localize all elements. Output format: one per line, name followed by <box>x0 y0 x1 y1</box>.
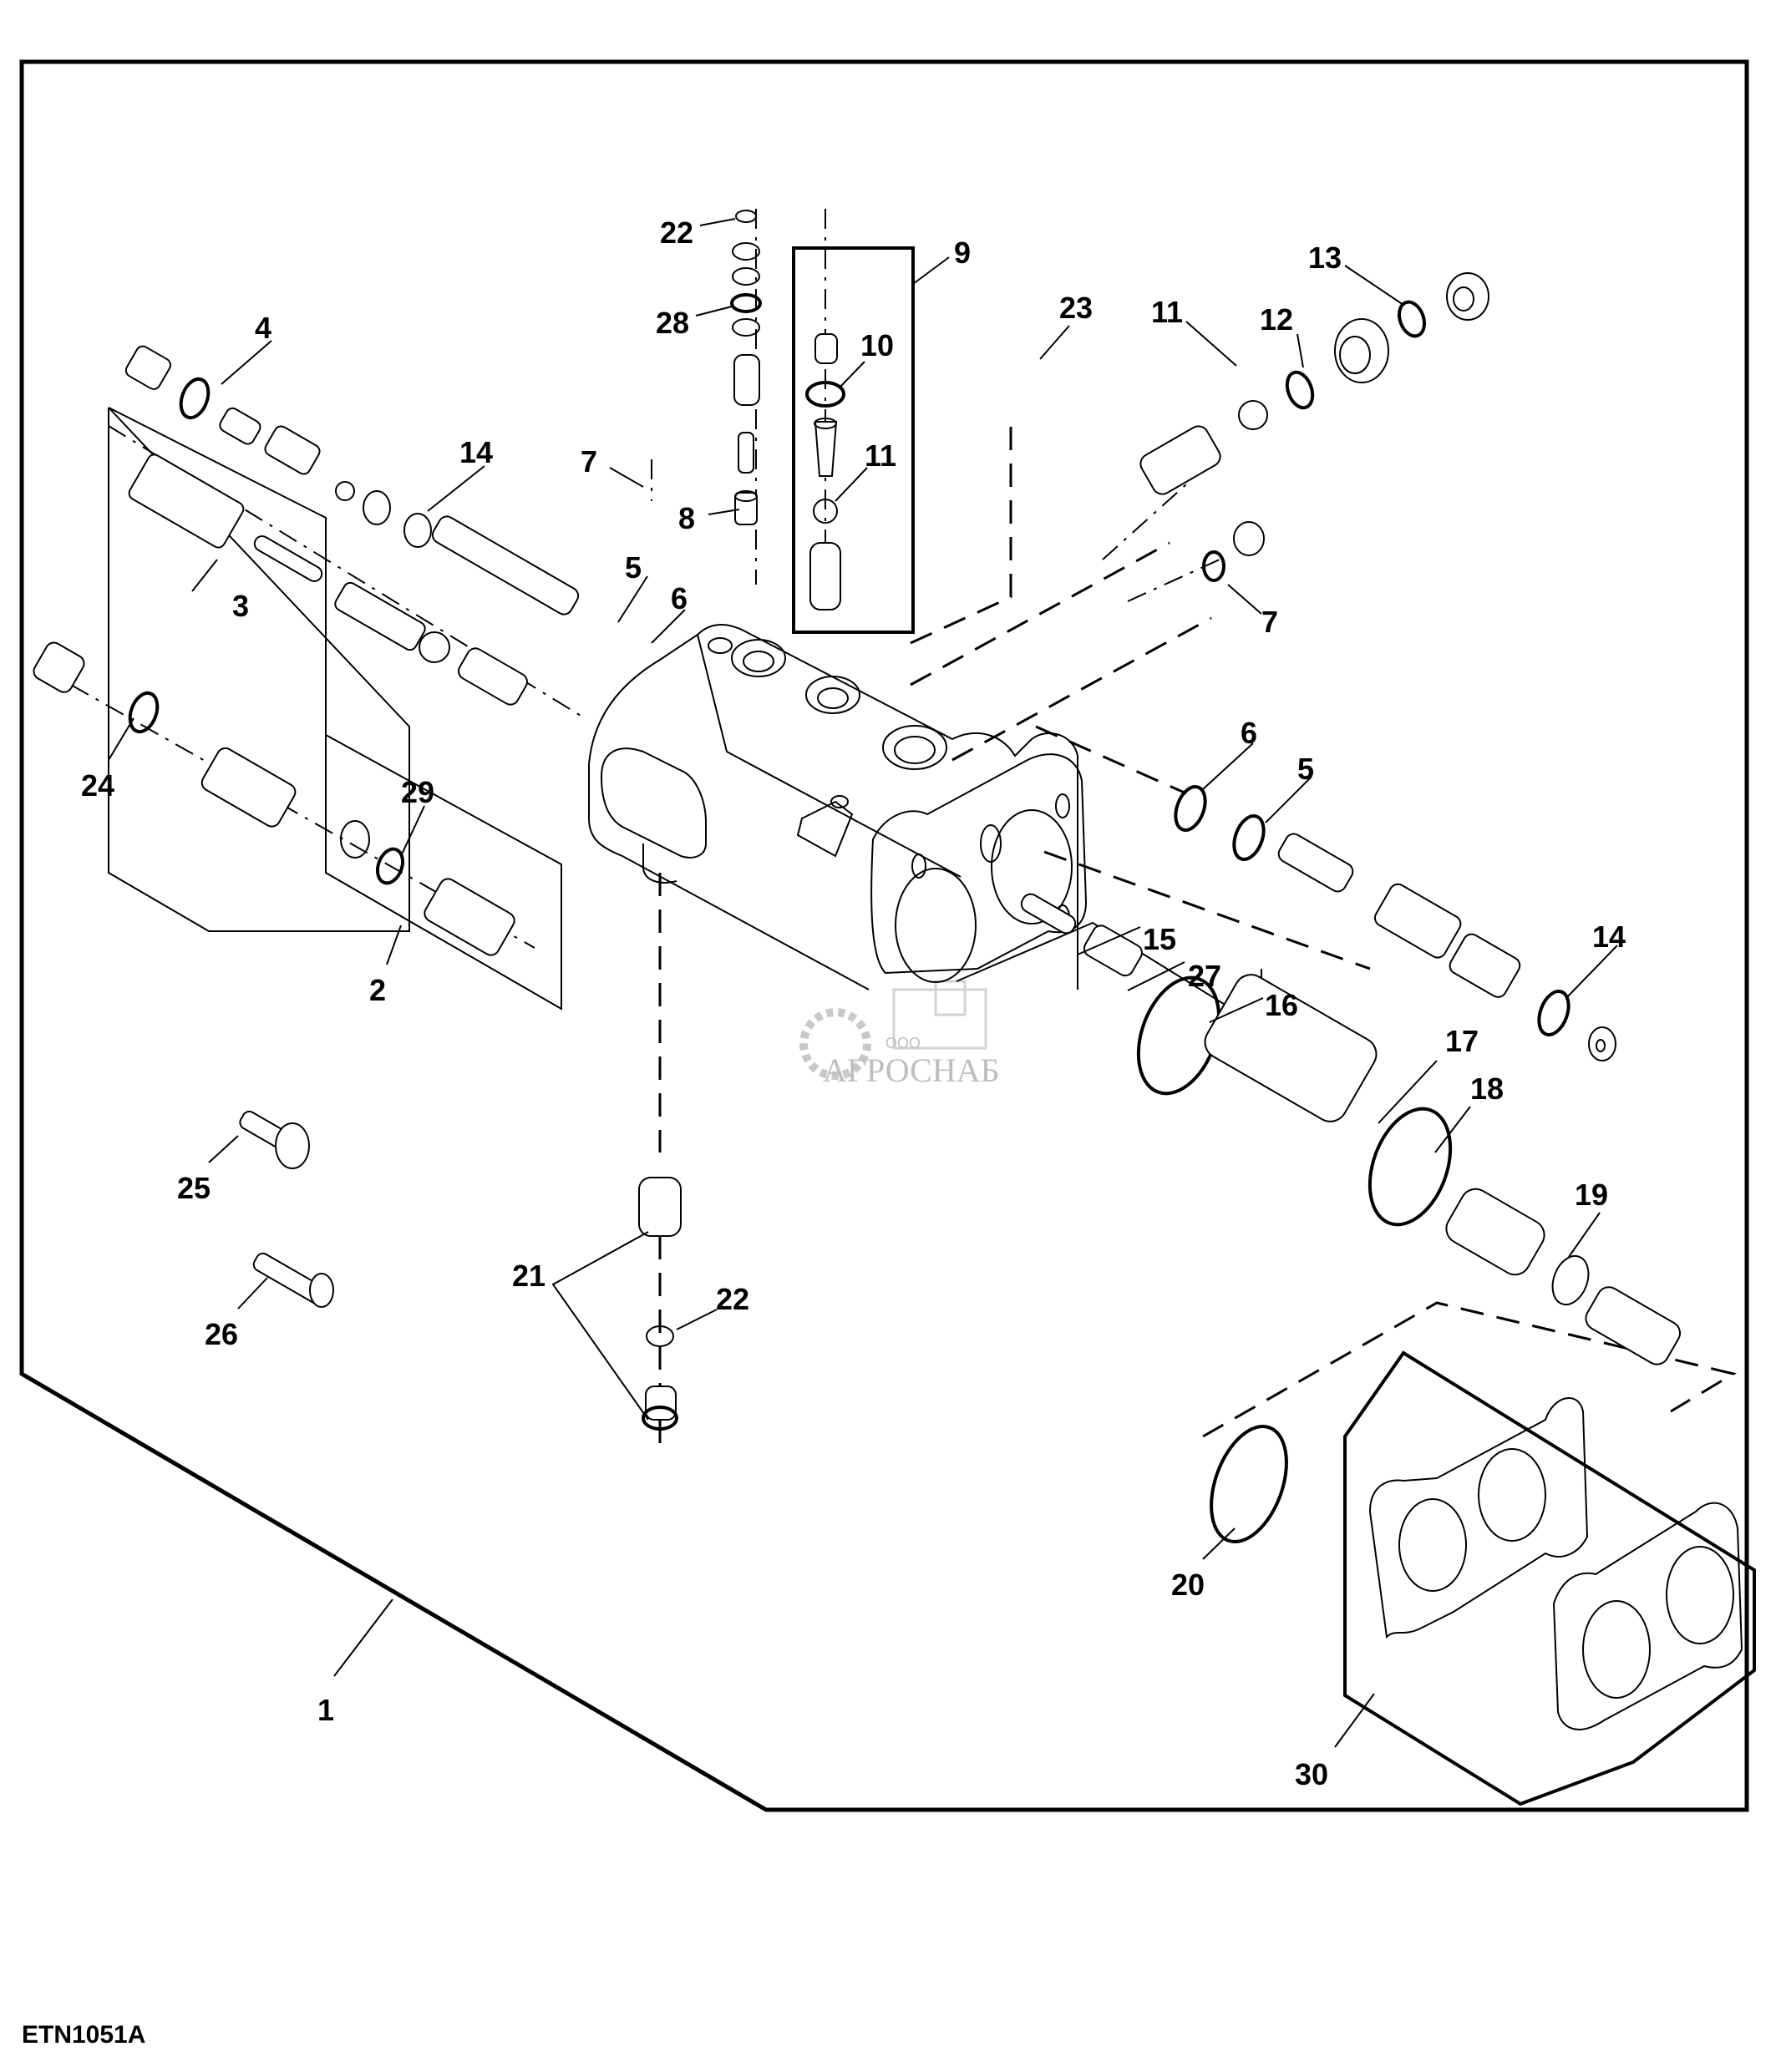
callout-11-box: 11 <box>865 438 896 473</box>
subassembly-box-9 <box>792 246 915 634</box>
subassembly-outline-spool <box>108 407 327 835</box>
callout-4: 4 <box>255 311 271 345</box>
bottom-center-parts <box>638 1177 682 1431</box>
callout-14-right: 14 <box>1592 919 1626 954</box>
callout-7-left: 7 <box>581 444 597 479</box>
callout-15: 15 <box>1143 922 1176 956</box>
relief-valve-stack <box>730 210 762 525</box>
subassembly-outline-left-upper <box>108 407 410 932</box>
callout-6-right: 6 <box>1241 716 1257 750</box>
figure-id: ETN1051A <box>22 2021 146 2049</box>
callout-7-right: 7 <box>1261 605 1278 639</box>
callout-18: 18 <box>1470 1071 1504 1106</box>
callout-19: 19 <box>1575 1178 1608 1212</box>
callout-9: 9 <box>954 236 971 270</box>
callout-14-left: 14 <box>459 435 493 469</box>
callout-8: 8 <box>678 501 695 535</box>
callout-2: 2 <box>369 973 386 1007</box>
watermark-logo: ООО АГРОСНАБ <box>799 980 1000 1089</box>
callout-10: 10 <box>860 328 894 362</box>
callout-6-left: 6 <box>671 581 688 616</box>
callout-22-top: 22 <box>660 215 693 250</box>
callout-1: 1 <box>317 1693 334 1727</box>
right-lower-parts <box>1020 893 1682 1365</box>
callout-labels: 1 2 3 4 5 5 6 6 7 7 8 9 10 11 11 12 13 1… <box>81 215 1626 1791</box>
callout-27: 27 <box>1188 959 1221 993</box>
subassembly-outline-2 <box>325 734 562 1011</box>
callout-5-right: 5 <box>1297 752 1314 786</box>
gasket-parts <box>1210 1397 1743 1730</box>
callout-16: 16 <box>1265 988 1298 1022</box>
callout-20: 20 <box>1171 1568 1205 1602</box>
callout-12: 12 <box>1260 302 1293 337</box>
valve-body <box>588 624 1088 990</box>
left-lower-parts <box>33 641 515 956</box>
left-upper-parts <box>124 345 580 706</box>
watermark-prefix: ООО <box>885 1035 921 1051</box>
callout-13: 13 <box>1308 241 1342 275</box>
watermark-brand: АГРОСНАБ <box>823 1051 1000 1089</box>
callout-3: 3 <box>232 589 249 623</box>
bolts <box>239 1110 334 1308</box>
assembly-frame <box>19 59 1749 1812</box>
callout-29: 29 <box>401 775 434 809</box>
callout-26: 26 <box>205 1317 238 1351</box>
gasket-kit-hexagon <box>1343 1350 1756 1806</box>
callout-22-bottom: 22 <box>716 1282 749 1316</box>
callout-5-left: 5 <box>625 550 642 585</box>
callout-23: 23 <box>1059 291 1093 325</box>
callout-25: 25 <box>177 1171 211 1205</box>
callout-28: 28 <box>656 306 689 340</box>
callout-21: 21 <box>512 1259 545 1293</box>
subassembly-outline-right-dashed <box>1202 1301 1737 1438</box>
right-middle-parts <box>1174 785 1616 1061</box>
callout-11-right: 11 <box>1151 295 1183 329</box>
right-upper-parts <box>1139 272 1489 582</box>
callout-24: 24 <box>81 768 114 803</box>
leader-lines <box>108 218 1618 1748</box>
callout-30: 30 <box>1295 1757 1328 1791</box>
box-9-parts <box>805 333 845 610</box>
callout-17: 17 <box>1445 1024 1479 1058</box>
